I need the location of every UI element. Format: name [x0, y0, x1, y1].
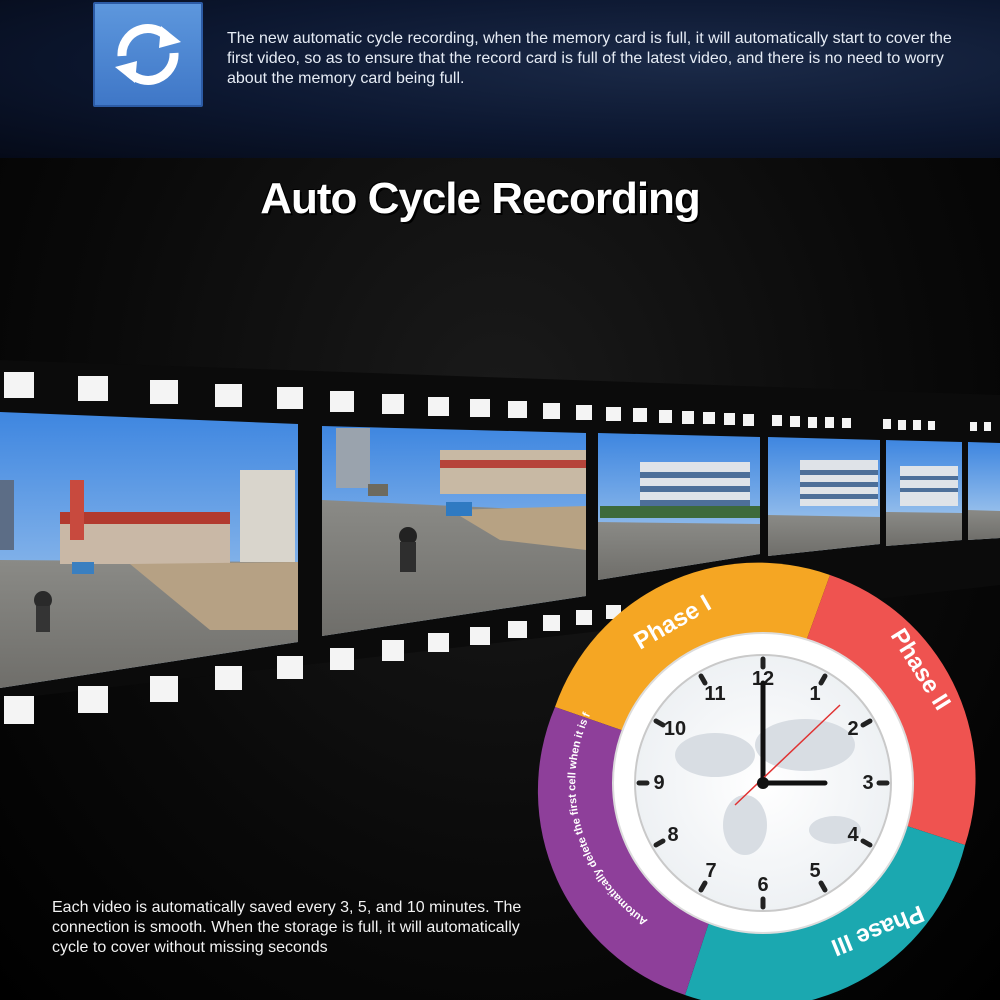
- top-sprocket-holes: [4, 372, 991, 431]
- bottom-sprocket-holes: [4, 605, 621, 724]
- film-frame-2: [322, 426, 586, 636]
- clock-hand-second: [734, 704, 841, 806]
- clock-number-4: 4: [847, 824, 859, 846]
- film-frame-6: [968, 442, 1000, 540]
- film-frame-1: [0, 412, 298, 688]
- clock-number-8: 8: [667, 824, 678, 846]
- film-frame-5: [886, 440, 962, 546]
- phase-clock-dial: 12 1 2 3 4 5 6 7 8 9 10 11 Phase I Phase…: [535, 555, 976, 1000]
- clock-number-5: 5: [809, 860, 820, 882]
- clock-number-9: 9: [653, 772, 664, 794]
- film-frame-3: [598, 433, 760, 580]
- header-description: The new automatic cycle recording, when …: [227, 30, 952, 87]
- clock-number-10: 10: [664, 718, 686, 740]
- clock-number-7: 7: [705, 860, 716, 882]
- film-strip: [0, 360, 1000, 724]
- clock-number-11: 11: [704, 683, 725, 705]
- clock-number-6: 6: [757, 874, 768, 896]
- clock-number-12: 12: [752, 668, 774, 690]
- film-frame-4: [768, 437, 880, 556]
- clock-number-2: 2: [847, 718, 858, 740]
- footer-description: Each video is automatically saved every …: [52, 899, 522, 956]
- cycle-arrows-icon: [93, 2, 203, 107]
- clock-number-3: 3: [862, 772, 873, 794]
- page-title: Auto Cycle Recording: [260, 174, 701, 223]
- clock-number-1: 1: [809, 683, 820, 705]
